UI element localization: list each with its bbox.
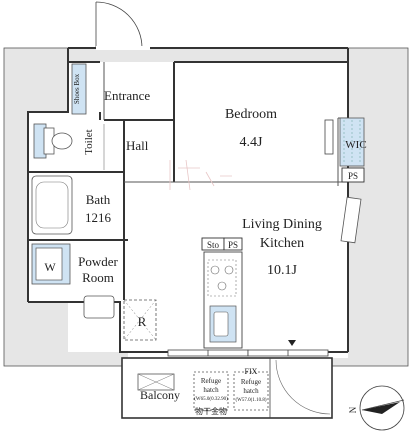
entrance-label: Entrance — [104, 88, 150, 103]
washbasin — [83, 295, 115, 319]
washing-machine — [31, 243, 71, 285]
bath-size: 1216 — [85, 210, 112, 225]
balcony-label: Balcony — [140, 388, 180, 402]
north-label: N — [348, 406, 358, 413]
bathtub — [31, 175, 73, 235]
refuge1-label-2: hatch — [203, 386, 219, 394]
powder-label-2: Room — [82, 270, 114, 285]
sto-label: Sto — [207, 240, 220, 250]
balcony-sliding-door[interactable] — [167, 349, 329, 357]
bedroom-label: Bedroom — [225, 107, 277, 122]
north-compass-icon — [359, 385, 405, 431]
toilet-label: Toilet — [83, 129, 95, 155]
ldk-label-1: Living Dining — [242, 217, 322, 232]
fix-label: FIX — [245, 367, 258, 376]
balcony — [121, 357, 333, 419]
wic-label: WIC — [345, 139, 366, 151]
ldk-size: 10.1J — [267, 263, 298, 278]
wic-closet — [324, 117, 365, 167]
shoes-box-label: Shoes Box — [73, 73, 81, 104]
refuge1-label-1: Refuge — [201, 377, 221, 385]
refuge1-label-3: (W65.0(0.32.90) — [194, 397, 228, 402]
refrigerator-space — [123, 299, 157, 341]
dryer-rack-label: 物干金物 — [195, 406, 227, 416]
refuge2-label-2: hatch — [243, 387, 259, 395]
powder-label-1: Powder — [78, 254, 118, 269]
refuge2-label-1: Refuge — [241, 378, 261, 386]
r-label: R — [138, 314, 147, 329]
ldk-label-2: Kitchen — [260, 236, 304, 251]
ps-top-box — [341, 167, 365, 183]
entrance-opening — [96, 46, 150, 50]
w-label: W — [44, 260, 56, 274]
bath-label: Bath — [86, 192, 111, 207]
hall-label: Hall — [126, 138, 149, 153]
ps-mid-label: PS — [228, 240, 238, 250]
ps-mid-box — [223, 237, 243, 251]
entrance-door[interactable] — [95, 1, 143, 49]
toilet-fixture — [33, 123, 73, 159]
kitchen-counter — [203, 251, 243, 349]
watermark — [169, 159, 232, 191]
entry-arrow-icon — [288, 340, 296, 346]
refuge2-label-3: (W57.0(1.10.8) — [236, 398, 267, 403]
bedroom-size: 4.4J — [240, 135, 264, 150]
ps-top-label: PS — [348, 171, 358, 181]
shoes-box — [71, 63, 87, 115]
ldk-cabinet — [340, 196, 362, 244]
